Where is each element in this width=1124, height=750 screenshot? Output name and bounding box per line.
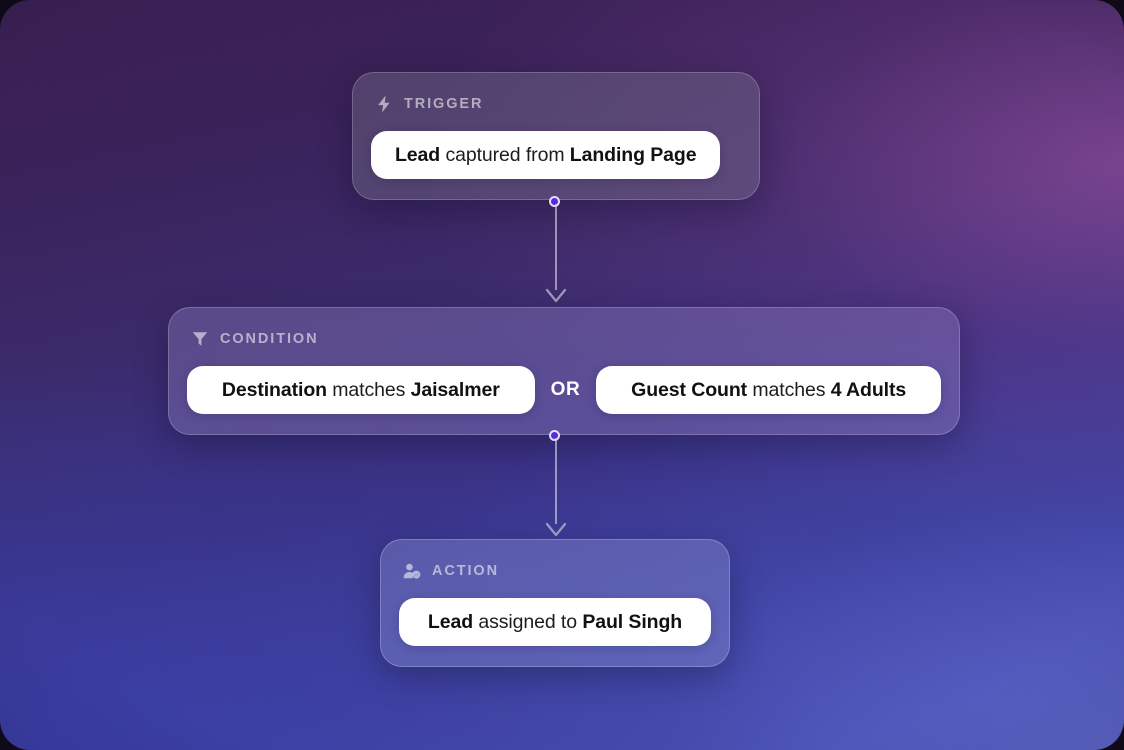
chip-value: Paul Singh [582,611,683,633]
flow-node-trigger[interactable]: TRIGGER Lead captured from Landing Page [352,72,760,201]
node-label-action: ACTION [432,562,499,579]
chip-row-trigger: Lead captured from Landing Page [371,131,741,180]
chip-operator: matches [752,379,826,401]
chip-operator: matches [332,379,406,401]
condition-chip[interactable]: Guest Count matches 4 Adults [596,366,942,415]
chip-operator: captured from [445,144,565,166]
condition-chip[interactable]: Destination matches Jaisalmer [187,366,535,415]
condition-chip[interactable]: Lead captured from Landing Page [371,131,721,180]
chip-row-condition: Destination matches Jaisalmer OR Guest C… [187,366,942,415]
user-assigned-icon [403,562,421,580]
filter-funnel-icon [191,330,209,348]
chip-prefix: Guest Count [631,379,748,401]
node-header-action: ACTION [403,560,711,582]
chip-prefix: Lead [395,144,441,166]
condition-chip[interactable]: Lead assigned to Paul Singh [399,598,711,647]
node-label-trigger: TRIGGER [404,95,484,112]
chip-value: Jaisalmer [410,379,500,401]
connector-trigger-to-condition [545,196,567,304]
chip-row-action: Lead assigned to Paul Singh [399,598,711,647]
arrow-down-icon [545,288,567,304]
chip-operator: assigned to [478,611,577,633]
arrow-down-icon [545,522,567,538]
chip-value: Landing Page [569,144,697,166]
node-header-condition: CONDITION [191,328,941,350]
lightning-bolt-icon [375,95,393,113]
chip-value: 4 Adults [830,379,907,401]
connector-line [555,204,557,290]
connector-condition-to-action [545,430,567,538]
chip-prefix: Lead [427,611,474,633]
connector-line [555,438,557,524]
logic-operator-or[interactable]: OR [550,379,581,401]
flow-node-condition[interactable]: CONDITION Destination matches Jaisalmer … [168,307,960,436]
node-label-condition: CONDITION [220,330,319,347]
chip-prefix: Destination [221,379,327,401]
flow-node-action[interactable]: ACTION Lead assigned to Paul Singh [380,539,730,668]
node-header-trigger: TRIGGER [375,93,741,115]
